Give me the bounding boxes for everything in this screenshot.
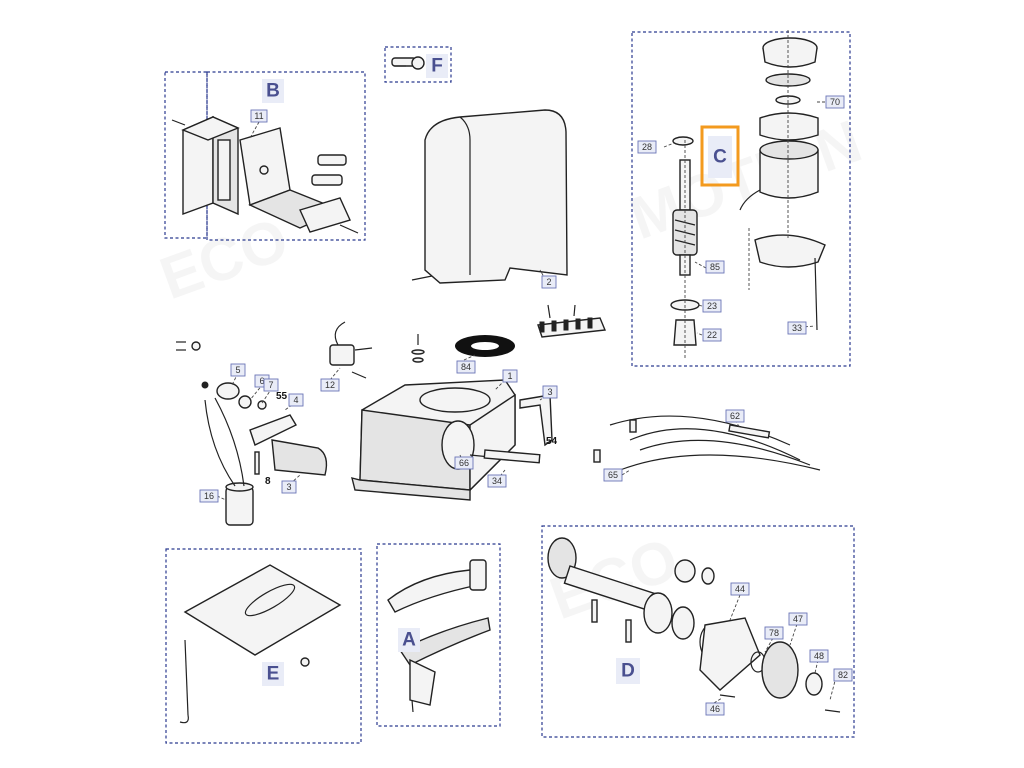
section-d-highlight [700, 125, 740, 187]
part-tag-12[interactable]: 12 [320, 378, 340, 392]
box-a [376, 543, 501, 727]
knob-parts-illustration [201, 381, 267, 410]
section-letter: C [713, 147, 727, 168]
part-tag-1[interactable]: 1 [502, 369, 518, 383]
svg-text:MOTION: MOTION [622, 107, 870, 252]
part-tag-3-lever[interactable]: 3 [281, 480, 297, 494]
part-tag-33[interactable]: 33 [787, 321, 807, 335]
section-label-b[interactable]: B [262, 79, 284, 103]
part-number: 70 [830, 97, 840, 107]
part-tag-16[interactable]: 16 [199, 489, 219, 503]
wire-harness-illustration [593, 415, 821, 471]
part-tag-47[interactable]: 47 [788, 612, 808, 626]
section-label-f[interactable]: F [426, 54, 448, 78]
section-letter: F [431, 56, 443, 77]
capacitor-illustration [204, 397, 254, 526]
part-number: 2 [546, 277, 551, 287]
section-label-e[interactable]: E [262, 662, 284, 686]
section-letter: A [402, 630, 416, 651]
part-number: 47 [793, 614, 803, 624]
terminal-block-illustration [537, 304, 607, 338]
part-number-54[interactable]: 54 [546, 436, 558, 447]
part-number: 78 [769, 628, 779, 638]
box-f [384, 46, 452, 83]
part-number: 22 [707, 330, 717, 340]
part-tag-34[interactable]: 34 [487, 474, 507, 488]
part-tag-48[interactable]: 48 [809, 649, 829, 663]
part-number: 34 [492, 476, 502, 486]
part-number: 12 [325, 380, 335, 390]
part-number: 6 [259, 376, 264, 386]
part-tag-28[interactable]: 28 [637, 140, 657, 154]
part-number: 28 [642, 142, 652, 152]
part-number-55[interactable]: 55 [276, 391, 288, 402]
part-number: 84 [461, 362, 471, 372]
part-tag-11[interactable]: 11 [250, 109, 268, 123]
part-tag-23[interactable]: 23 [702, 299, 722, 313]
part-tag-66[interactable]: 65 [603, 468, 623, 482]
part-tag-44[interactable]: 44 [730, 582, 750, 596]
motor-assembly-illustration [670, 30, 826, 360]
box-d [631, 31, 851, 367]
part-number: 44 [735, 584, 745, 594]
box-c [541, 525, 855, 738]
box-b-left [164, 71, 208, 239]
svg-text:ECO: ECO [152, 205, 297, 312]
part-number: 5 [235, 365, 240, 375]
part-number: 62 [730, 411, 740, 421]
screws-illustration [176, 341, 201, 351]
section-letter: B [266, 81, 280, 102]
part-tag-82[interactable]: 82 [833, 668, 853, 682]
handle-illustration [387, 559, 491, 713]
part-number: 46 [710, 704, 720, 714]
part-tag-78[interactable]: 78 [764, 626, 784, 640]
part-tag-2[interactable]: 2 [541, 275, 557, 289]
section-label-a[interactable]: A [398, 628, 420, 652]
part-tag-4[interactable]: 4 [288, 393, 304, 407]
motor-cover-illustration [411, 109, 568, 284]
release-lever-illustration [249, 414, 328, 476]
part-number: 33 [792, 323, 802, 333]
part-tag-5[interactable]: 5 [230, 363, 246, 377]
part-tag-46[interactable]: 46 [705, 702, 725, 716]
part-number: 16 [204, 491, 214, 501]
part-number: 48 [814, 651, 824, 661]
part-number: 11 [254, 111, 263, 121]
section-letter: D [621, 661, 635, 682]
part-tag-65[interactable]: 62 [725, 409, 745, 423]
section-label-c[interactable]: D [616, 658, 640, 684]
part-number: 7 [268, 380, 273, 390]
part-number: 85 [710, 262, 720, 272]
part-tag-84[interactable]: 84 [456, 360, 476, 374]
gearbox-housing-illustration [351, 379, 541, 501]
part-number: 23 [707, 301, 717, 311]
washers-illustration [411, 334, 425, 363]
base-plate-illustration [179, 564, 342, 724]
gear-assembly-illustration [547, 537, 841, 713]
part-number: 82 [838, 670, 848, 680]
part-tag-7[interactable]: 7 [263, 378, 279, 392]
part-number: 1 [507, 371, 512, 381]
section-label-d[interactable]: C [708, 136, 732, 178]
part-number: 4 [293, 395, 298, 405]
relay-illustration [329, 321, 373, 379]
part-number: 3 [547, 387, 552, 397]
box-e [165, 548, 362, 744]
part-number: 3 [286, 482, 291, 492]
control-box-illustration [171, 115, 240, 216]
section-letter: E [267, 664, 280, 685]
key-icon [391, 56, 425, 70]
part-tag-70[interactable]: 70 [825, 95, 845, 109]
part-number: 66 [459, 458, 469, 468]
part-tag-3-bracket[interactable]: 3 [542, 385, 558, 399]
part-tag-62[interactable]: 66 [454, 456, 474, 470]
gasket-hole [471, 342, 499, 350]
part-tag-22[interactable]: 22 [702, 328, 722, 342]
mounting-bracket-illustration [239, 127, 359, 234]
part-tag-85[interactable]: 85 [705, 260, 725, 274]
part-number-8[interactable]: 8 [265, 476, 271, 487]
part-number: 65 [608, 470, 618, 480]
